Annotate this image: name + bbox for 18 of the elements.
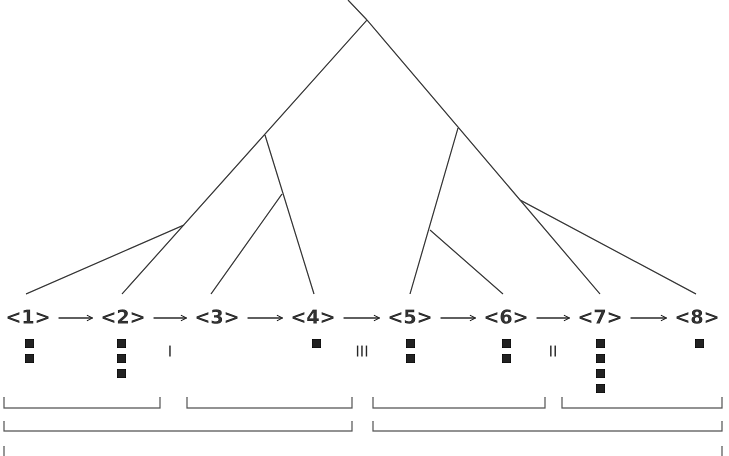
arrow <box>440 314 476 322</box>
leaf-label: <8> <box>674 308 720 328</box>
arrow <box>248 314 283 322</box>
roman-numeral: I <box>168 344 172 360</box>
arrow <box>630 314 667 322</box>
leaf-label: <1> <box>5 308 51 328</box>
arrow <box>536 314 570 322</box>
arrow <box>58 314 93 322</box>
arrow <box>154 314 187 322</box>
arrow <box>344 314 380 322</box>
leaf-label: <5> <box>387 308 433 328</box>
roman-numeral: III <box>355 344 369 360</box>
leaf-label: <2> <box>100 308 146 328</box>
leaf-label: <4> <box>290 308 336 328</box>
leaf-label: <6> <box>483 308 529 328</box>
leaf-label: <3> <box>194 308 240 328</box>
roman-numeral: II <box>548 344 558 360</box>
leaf-label: <7> <box>577 308 623 328</box>
